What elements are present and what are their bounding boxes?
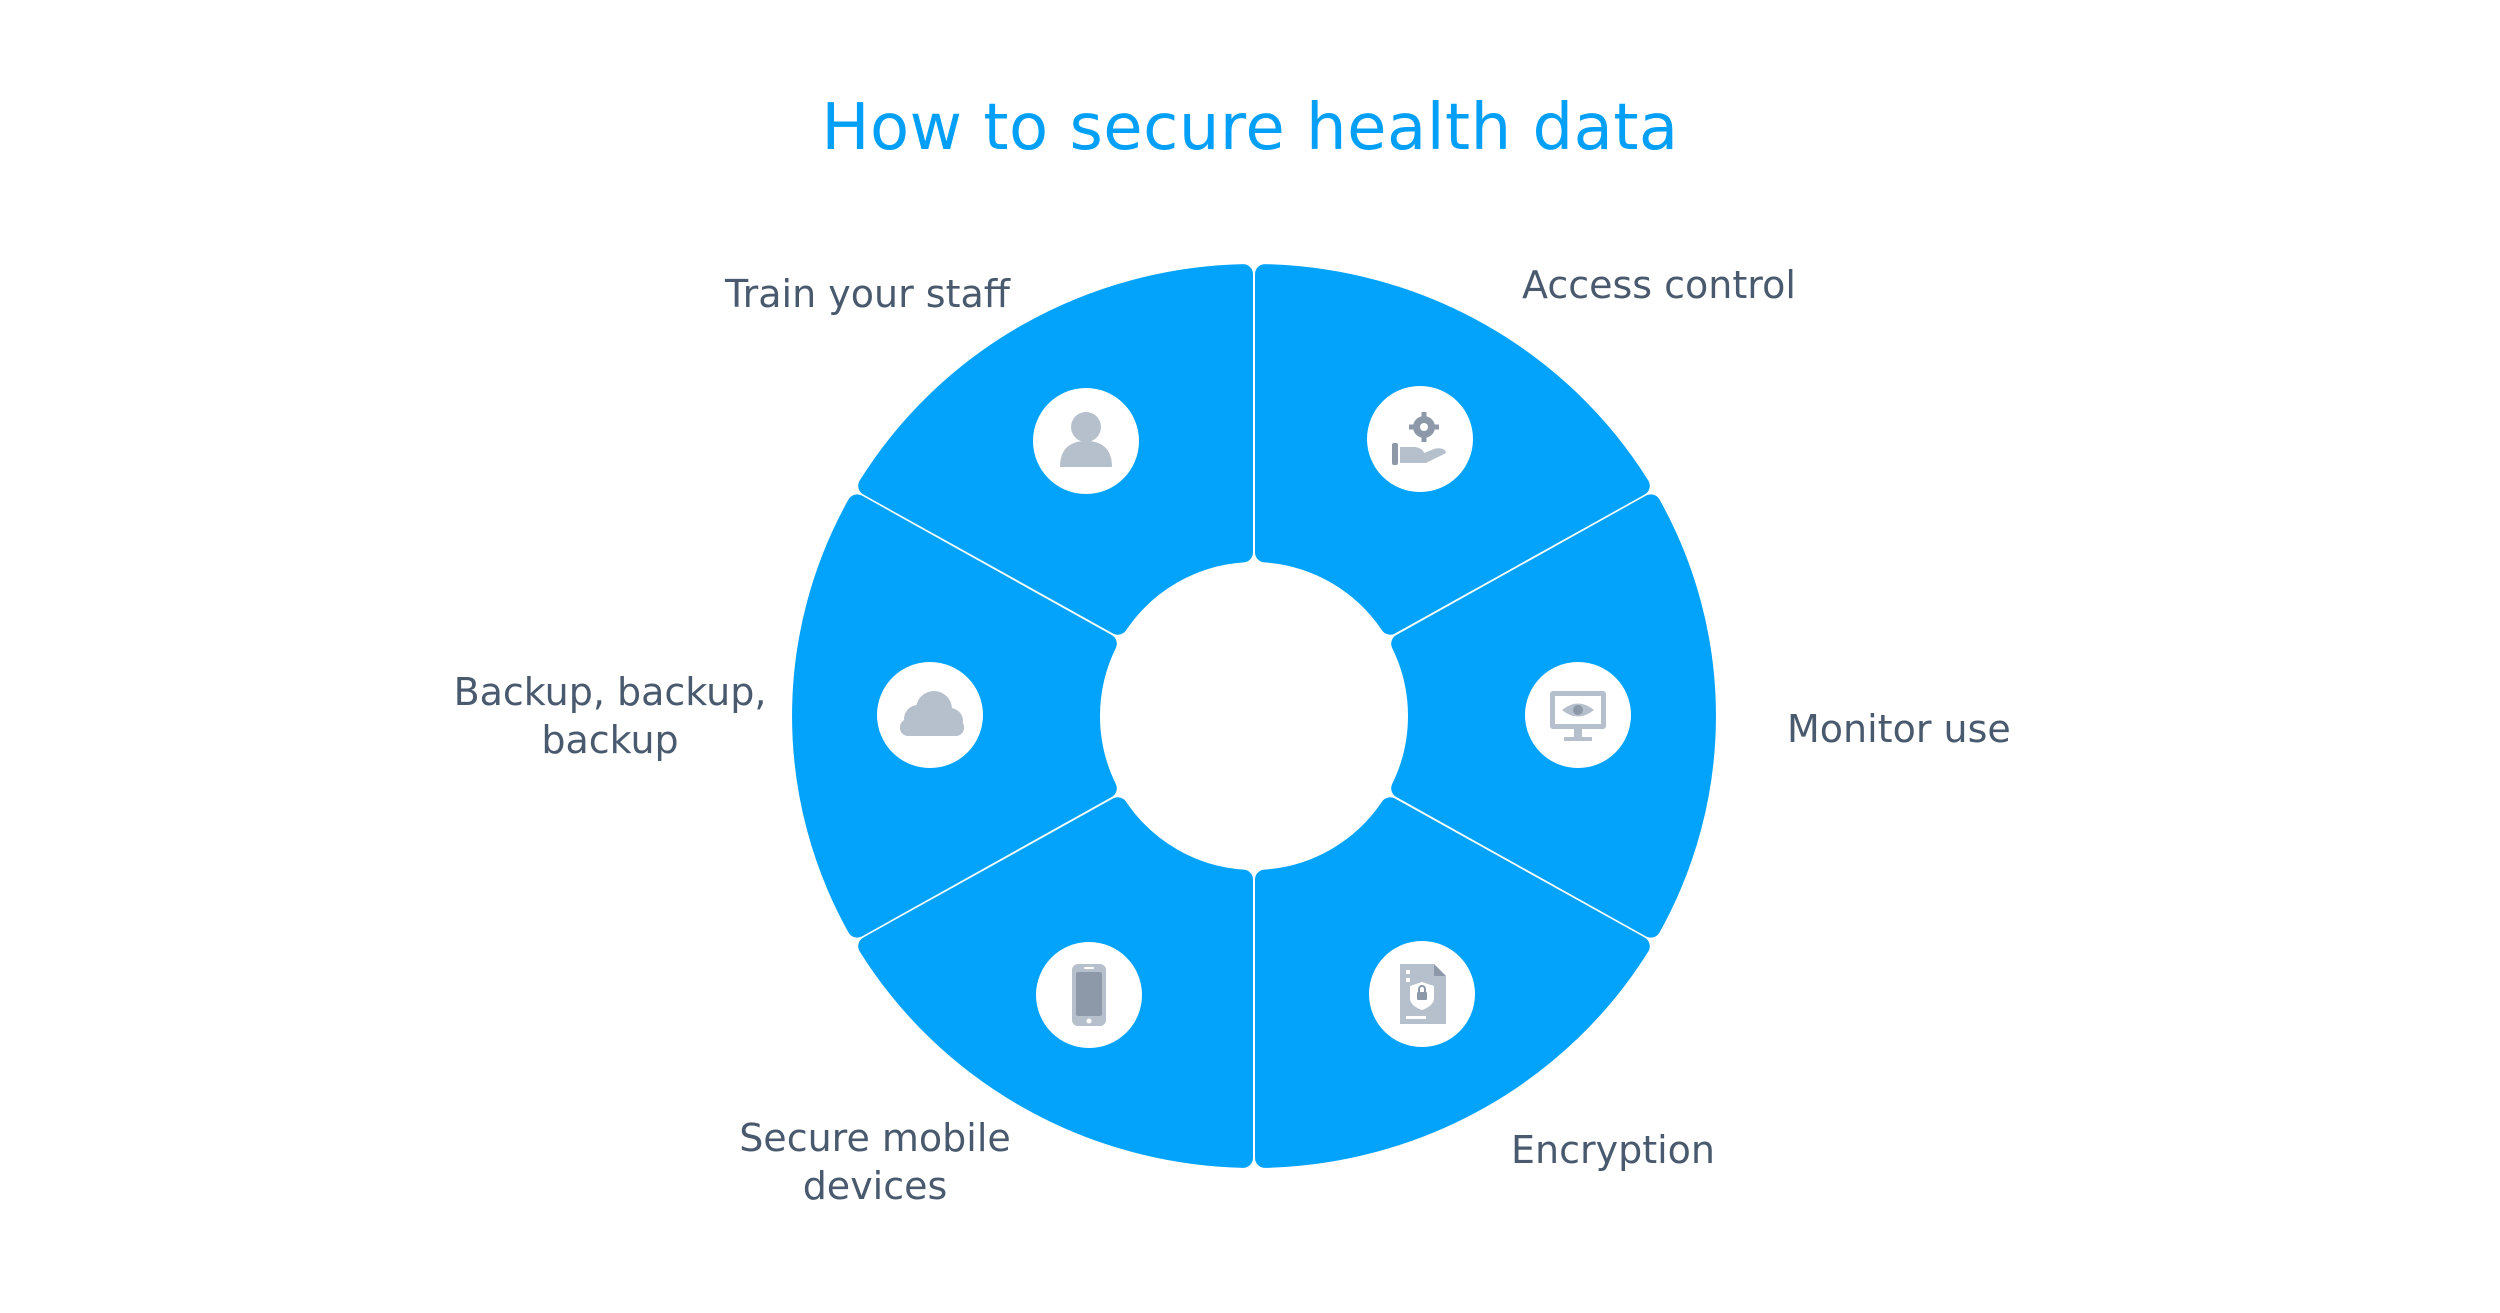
icon-circle-backup	[877, 662, 983, 768]
label-backup-line-2: backup	[541, 718, 679, 762]
label-train-your-staff: Train your staff	[725, 272, 1010, 316]
icon-circle-mobile	[1036, 942, 1142, 1048]
label-backup-line-1: Backup, backup,	[453, 670, 767, 714]
monitor-eye-icon	[1550, 691, 1606, 741]
encrypted-file-icon	[1400, 964, 1446, 1024]
icon-circle-encryption	[1369, 941, 1475, 1047]
label-secure-mobile-line-2: devices	[802, 1164, 948, 1208]
person-icon	[1060, 412, 1112, 467]
label-secure-mobile-line-1: Secure mobile	[739, 1116, 1011, 1160]
mobile-phone-icon	[1072, 964, 1106, 1026]
diagram-title: How to secure health data	[821, 91, 1679, 165]
label-encryption: Encryption	[1511, 1128, 1716, 1172]
cloud-icon	[900, 691, 964, 736]
icon-circle-access	[1367, 386, 1473, 492]
label-monitor-use: Monitor use	[1787, 707, 2011, 751]
label-backup: Backup, backup, backup	[430, 668, 790, 764]
label-access-control: Access control	[1522, 263, 1796, 307]
hand-gear-icon	[1392, 412, 1446, 465]
icon-circle-train	[1033, 388, 1139, 494]
label-secure-mobile-devices: Secure mobile devices	[700, 1114, 1050, 1210]
icon-circle-monitor	[1525, 662, 1631, 768]
